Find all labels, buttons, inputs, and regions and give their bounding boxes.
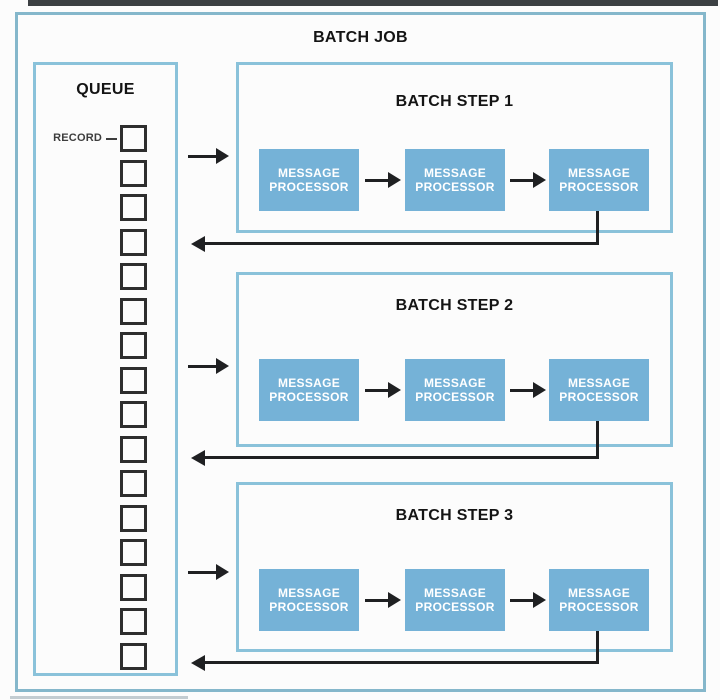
queue-record-square (120, 297, 147, 325)
message-processor-box: MESSAGE PROCESSOR (405, 149, 505, 211)
queue-record-square (120, 401, 147, 428)
arrowhead-right-icon (388, 172, 401, 188)
queue-record-square (120, 504, 147, 532)
message-processor-box: MESSAGE PROCESSOR (259, 569, 359, 631)
queue-box: QUEUE (33, 62, 178, 676)
queue-record-square (120, 608, 147, 635)
queue-record-square (120, 263, 147, 290)
arrow-line (510, 389, 534, 392)
arrow-line (510, 599, 534, 602)
arrow-line (510, 179, 534, 182)
top-crop-line (28, 0, 718, 6)
step1-return-vertical-line (596, 211, 599, 245)
queue-record-square (120, 366, 147, 394)
arrowhead-right-icon (388, 382, 401, 398)
arrowhead-right-icon (216, 358, 229, 374)
queue-to-step3-arrow (188, 564, 229, 580)
record-pointer-line (106, 138, 117, 140)
step3-return-horizontal-line (205, 661, 599, 664)
message-processor-box: MESSAGE PROCESSOR (549, 359, 649, 421)
queue-record-square (120, 228, 147, 256)
arrow-line (188, 155, 217, 158)
message-processor-box: MESSAGE PROCESSOR (405, 569, 505, 631)
diagram-title: BATCH JOB (313, 29, 408, 46)
arrow-line (365, 389, 389, 392)
message-processor-box: MESSAGE PROCESSOR (549, 149, 649, 211)
queue-record-square (120, 642, 147, 670)
arrow-line (365, 599, 389, 602)
queue-record-square (120, 125, 147, 152)
arrowhead-right-icon (533, 382, 546, 398)
batch-step-title-1: BATCH STEP 1 (395, 93, 514, 110)
message-processor-box: MESSAGE PROCESSOR (405, 359, 505, 421)
batch-job-frame (15, 12, 706, 692)
arrowhead-right-icon (216, 564, 229, 580)
step1-return-horizontal-line (205, 242, 599, 245)
queue-record-square (120, 332, 147, 359)
processor-flow-arrow (365, 592, 401, 608)
arrow-line (365, 179, 389, 182)
step3-return-vertical-line (596, 631, 599, 664)
queue-record-square (120, 194, 147, 221)
arrowhead-right-icon (533, 172, 546, 188)
message-processor-box: MESSAGE PROCESSOR (549, 569, 649, 631)
arrow-line (188, 571, 217, 574)
queue-to-step2-arrow (188, 358, 229, 374)
arrowhead-left-icon (191, 236, 205, 252)
message-processor-box: MESSAGE PROCESSOR (259, 359, 359, 421)
batch-step-box-1: BATCH STEP 1 MESSAGE PROCESSOR MESSAGE P… (236, 62, 673, 233)
queue-record-square (120, 435, 147, 463)
batch-step-title-2: BATCH STEP 2 (395, 297, 514, 314)
processor-flow-arrow (510, 172, 546, 188)
queue-record-square (120, 573, 147, 601)
processor-flow-arrow (365, 172, 401, 188)
batch-step-title-3: BATCH STEP 3 (395, 507, 514, 524)
message-processor-box: MESSAGE PROCESSOR (259, 149, 359, 211)
queue-record-list (120, 125, 147, 670)
batch-step-box-2: BATCH STEP 2 MESSAGE PROCESSOR MESSAGE P… (236, 272, 673, 447)
queue-record-square (120, 470, 147, 497)
record-label: RECORD (53, 132, 102, 144)
bottom-crop-line (10, 696, 188, 699)
arrowhead-left-icon (191, 655, 205, 671)
arrow-line (188, 365, 217, 368)
queue-record-square (120, 539, 147, 566)
queue-title: QUEUE (76, 81, 135, 98)
arrowhead-right-icon (533, 592, 546, 608)
arrowhead-right-icon (388, 592, 401, 608)
arrowhead-right-icon (216, 148, 229, 164)
batch-step-box-3: BATCH STEP 3 MESSAGE PROCESSOR MESSAGE P… (236, 482, 673, 652)
step2-return-horizontal-line (205, 456, 599, 459)
arrowhead-left-icon (191, 450, 205, 466)
processor-flow-arrow (510, 592, 546, 608)
processor-flow-arrow (365, 382, 401, 398)
processor-flow-arrow (510, 382, 546, 398)
queue-to-step1-arrow (188, 148, 229, 164)
queue-record-square (120, 159, 147, 187)
step2-return-vertical-line (596, 421, 599, 459)
